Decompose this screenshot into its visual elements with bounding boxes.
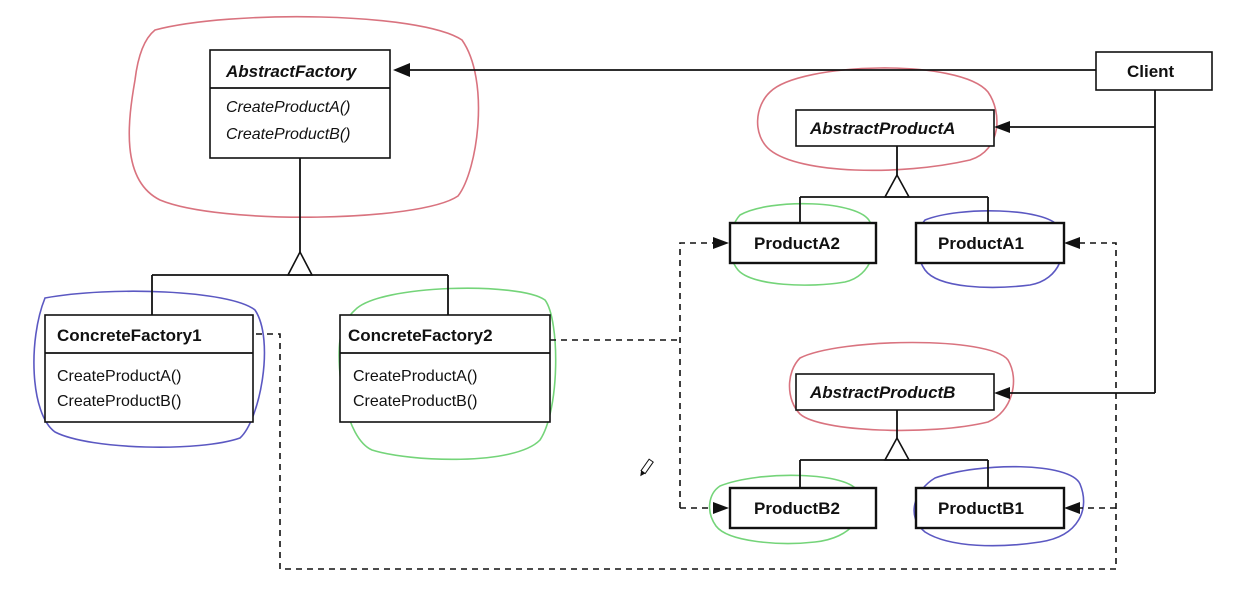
product-b1-class: ProductB1 — [914, 486, 1066, 530]
arrowhead-abstract-product-a — [994, 121, 1010, 133]
concrete-factory2-title: ConcreteFactory2 — [348, 326, 493, 345]
factory-inheritance-triangle — [286, 250, 314, 276]
concrete-factory2-class: ConcreteFactory2 CreateProductA() Create… — [339, 314, 551, 423]
concrete-factory1-op-a: CreateProductA() — [57, 368, 182, 385]
cf1-dependency-line — [256, 242, 1117, 570]
abstract-factory-title: AbstractFactory — [225, 62, 358, 81]
product-b-inheritance-triangle — [883, 436, 911, 461]
arrowhead-product-b1 — [1064, 502, 1080, 514]
product-a1-class: ProductA1 — [914, 221, 1066, 265]
red-highlight-abstract-product-b — [788, 341, 1015, 432]
pencil-cursor-icon — [640, 458, 654, 477]
blue-highlight-product-a1 — [916, 210, 1064, 289]
arrowhead-product-b2 — [713, 502, 729, 514]
abstract-factory-class: AbstractFactory CreateProductA() CreateP… — [209, 49, 391, 159]
green-highlight-product-b2 — [708, 474, 862, 545]
abstract-product-b-class: AbstractProductB — [795, 373, 995, 411]
concrete-factory1-op-b: CreateProductB() — [57, 393, 182, 410]
product-a1-title: ProductA1 — [938, 234, 1024, 253]
product-a-inheritance-triangle — [883, 173, 911, 198]
arrowhead-product-a1 — [1064, 237, 1080, 249]
product-a2-class: ProductA2 — [728, 221, 878, 265]
cf2-to-product-a2-line — [679, 242, 716, 508]
abstract-factory-op-a: CreateProductA() — [226, 99, 351, 116]
concrete-factory2-op-a: CreateProductA() — [353, 368, 478, 385]
arrowhead-abstract-product-b — [994, 387, 1010, 399]
abstract-product-a-title: AbstractProductA — [809, 119, 955, 138]
blue-highlight-concrete-factory1 — [33, 290, 266, 448]
abstract-product-a-class: AbstractProductA — [795, 109, 995, 147]
arrowhead-product-a2 — [713, 237, 729, 249]
client-class: Client — [1095, 51, 1213, 91]
concrete-factory1-class: ConcreteFactory1 CreateProductA() Create… — [44, 314, 254, 423]
concrete-factory2-op-b: CreateProductB() — [353, 393, 478, 410]
arrowhead-abstract-factory — [393, 63, 410, 77]
red-highlight-abstract-factory — [128, 15, 480, 218]
product-b2-title: ProductB2 — [754, 499, 840, 518]
product-a2-title: ProductA2 — [754, 234, 840, 253]
client-title: Client — [1127, 62, 1175, 81]
abstract-factory-op-b: CreateProductB() — [226, 126, 351, 143]
red-highlight-abstract-product-a — [756, 67, 998, 172]
concrete-factory1-title: ConcreteFactory1 — [57, 326, 202, 345]
product-b1-title: ProductB1 — [938, 499, 1024, 518]
product-b2-class: ProductB2 — [728, 486, 878, 530]
abstract-product-b-title: AbstractProductB — [809, 383, 955, 402]
